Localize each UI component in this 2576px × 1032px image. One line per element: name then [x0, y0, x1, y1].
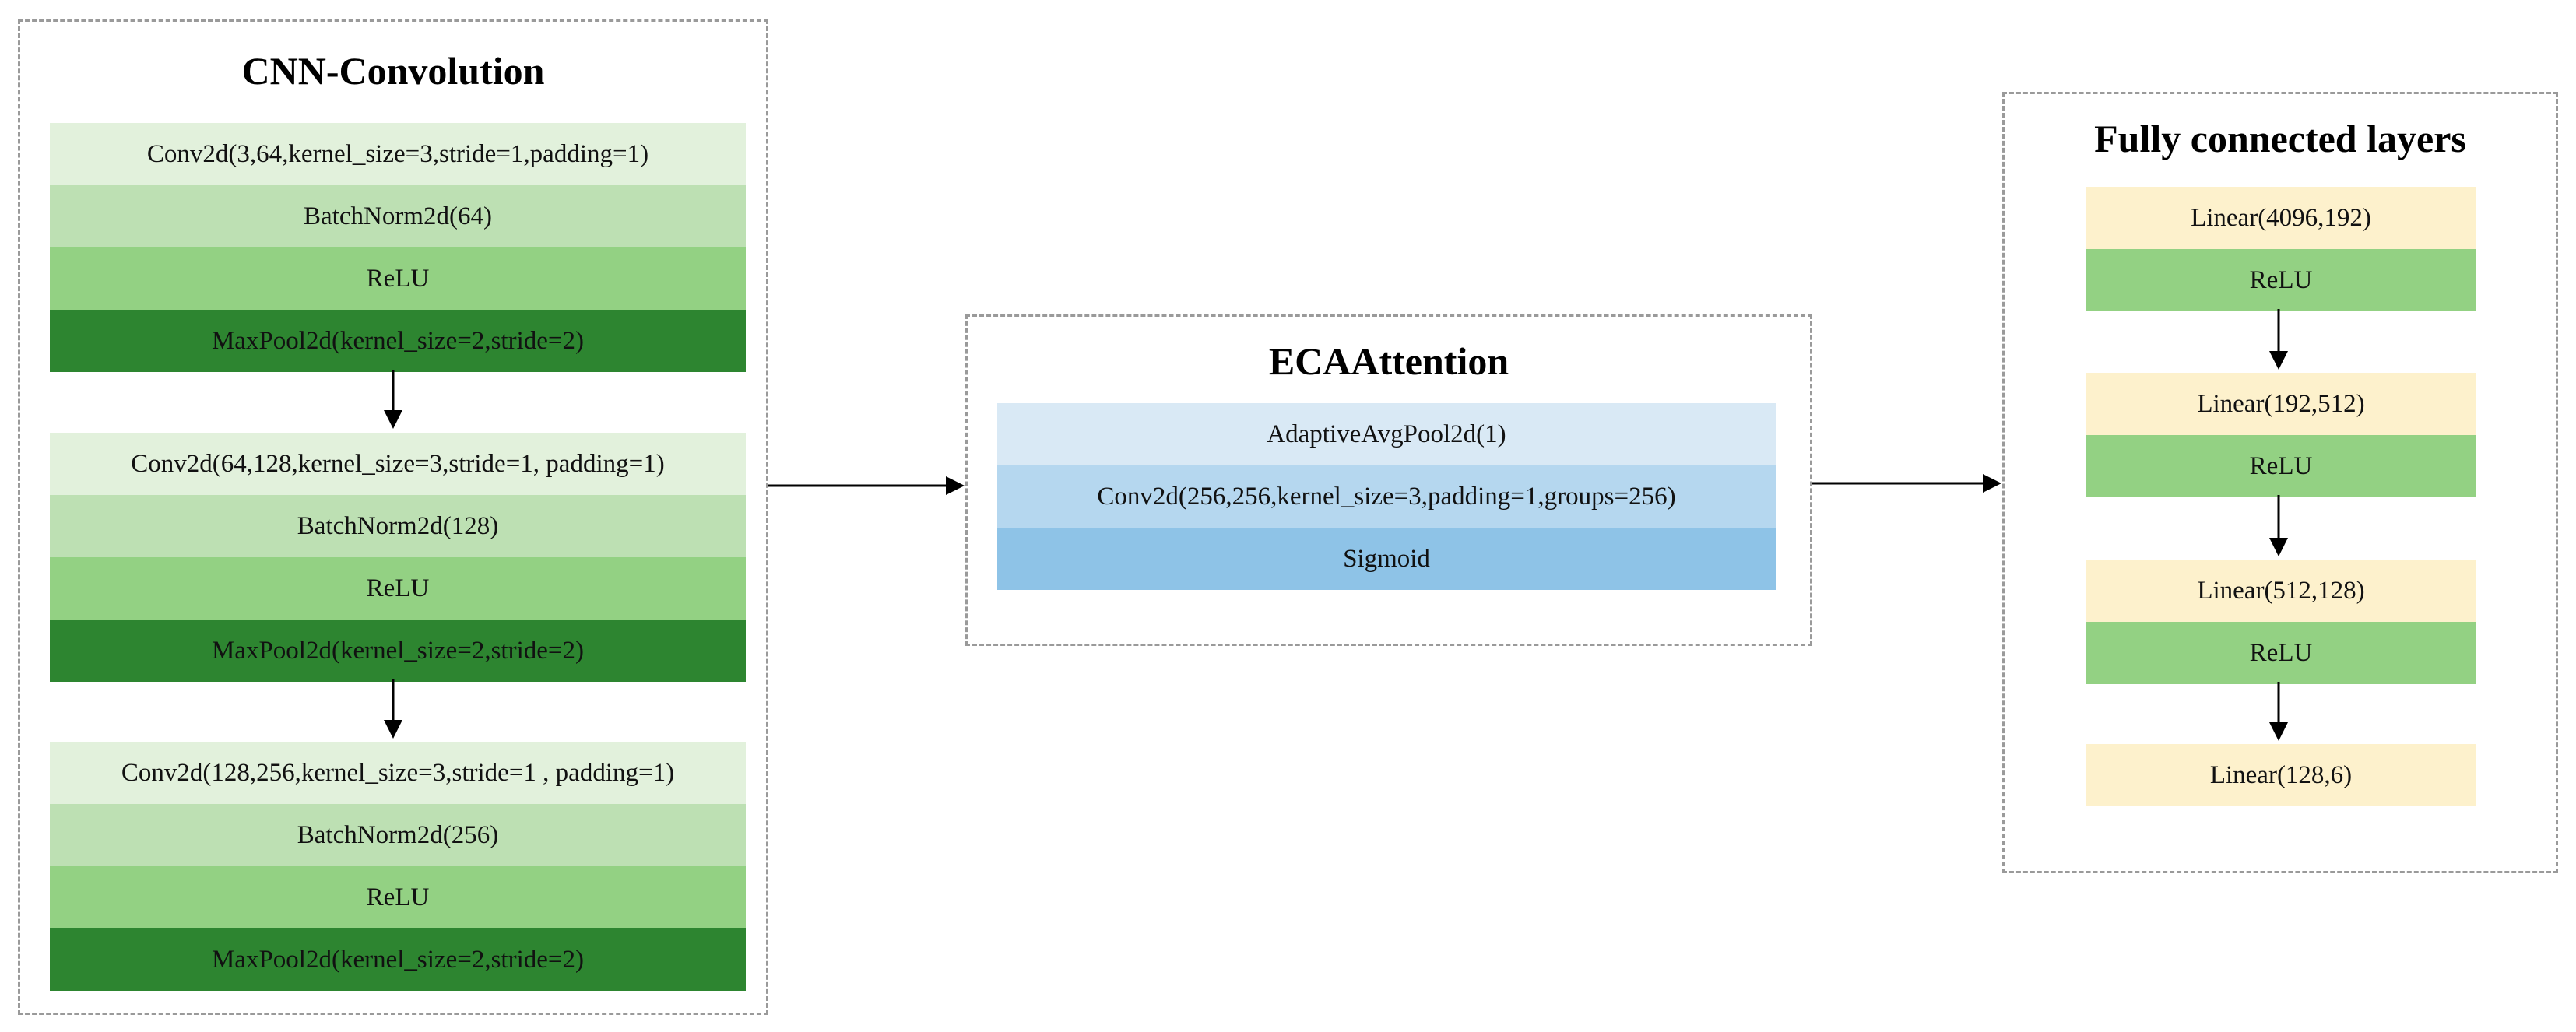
- maxpool-layer: MaxPool2d(kernel_size=2,stride=2): [50, 928, 746, 991]
- fc-block-2: Linear(192,512) ReLU: [2086, 373, 2476, 497]
- batchnorm-layer: BatchNorm2d(128): [50, 495, 746, 557]
- conv2d-layer: Conv2d(128,256,kernel_size=3,stride=1 , …: [50, 742, 746, 804]
- fc-block-3: Linear(512,128) ReLU: [2086, 560, 2476, 684]
- fc-panel-title: Fully connected layers: [2094, 117, 2466, 160]
- linear-layer: Linear(512,128): [2086, 560, 2476, 622]
- batchnorm-layer: BatchNorm2d(256): [50, 804, 746, 866]
- cnn-block-1: Conv2d(3,64,kernel_size=3,stride=1,paddi…: [50, 123, 746, 372]
- conv2d-layer: Conv2d(64,128,kernel_size=3,stride=1, pa…: [50, 433, 746, 495]
- batchnorm-layer: BatchNorm2d(64): [50, 185, 746, 247]
- eca-attention-panel: ECAAttention AdaptiveAvgPool2d(1) Conv2d…: [965, 314, 1812, 646]
- adaptive-avgpool-layer: AdaptiveAvgPool2d(1): [997, 403, 1776, 465]
- linear-layer: Linear(128,6): [2086, 744, 2476, 806]
- cnn-block-2: Conv2d(64,128,kernel_size=3,stride=1, pa…: [50, 433, 746, 682]
- relu-layer: ReLU: [2086, 435, 2476, 497]
- conv2d-layer: Conv2d(3,64,kernel_size=3,stride=1,paddi…: [50, 123, 746, 185]
- fc-block-1: Linear(4096,192) ReLU: [2086, 187, 2476, 311]
- eca-panel-title: ECAAttention: [1268, 339, 1509, 383]
- conv2d-layer: Conv2d(256,256,kernel_size=3,padding=1,g…: [997, 465, 1776, 528]
- relu-layer: ReLU: [2086, 249, 2476, 311]
- maxpool-layer: MaxPool2d(kernel_size=2,stride=2): [50, 310, 746, 372]
- linear-layer: Linear(192,512): [2086, 373, 2476, 435]
- cnn-panel-title: CNN-Convolution: [241, 49, 545, 93]
- relu-layer: ReLU: [50, 866, 746, 928]
- sigmoid-layer: Sigmoid: [997, 528, 1776, 590]
- eca-block: AdaptiveAvgPool2d(1) Conv2d(256,256,kern…: [997, 403, 1776, 590]
- linear-layer: Linear(4096,192): [2086, 187, 2476, 249]
- relu-layer: ReLU: [50, 247, 746, 310]
- relu-layer: ReLU: [2086, 622, 2476, 684]
- fc-block-4: Linear(128,6): [2086, 744, 2476, 806]
- relu-layer: ReLU: [50, 557, 746, 620]
- fully-connected-panel: Fully connected layers Linear(4096,192) …: [2002, 92, 2558, 873]
- cnn-convolution-panel: CNN-Convolution Conv2d(3,64,kernel_size=…: [18, 19, 768, 1015]
- maxpool-layer: MaxPool2d(kernel_size=2,stride=2): [50, 620, 746, 682]
- cnn-block-3: Conv2d(128,256,kernel_size=3,stride=1 , …: [50, 742, 746, 991]
